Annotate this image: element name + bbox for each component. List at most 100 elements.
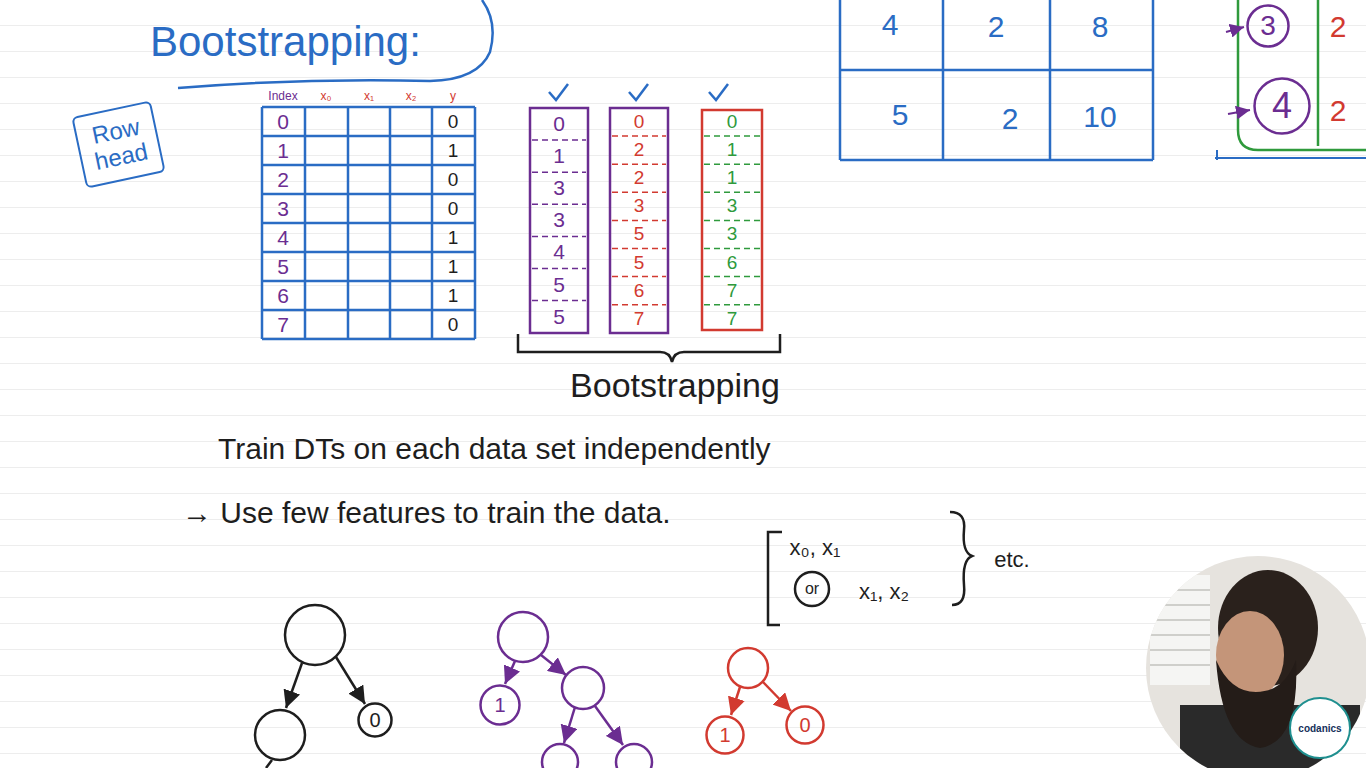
sample-column: [530, 108, 588, 333]
sample-column: [702, 110, 762, 330]
pointer-arrow: [1228, 110, 1250, 114]
row-separator: [532, 171, 586, 173]
row-index: 5: [277, 255, 289, 278]
check-mark: [629, 84, 648, 100]
tree-branch: [266, 760, 272, 768]
row-separator: [704, 220, 760, 222]
target-value: 1: [448, 285, 459, 306]
row-separator: [704, 163, 760, 165]
row-separator: [704, 192, 760, 194]
blind-slats: [1150, 590, 1210, 665]
column-header: y: [450, 90, 456, 103]
sample-index: 0: [634, 112, 645, 133]
row-separator: [612, 135, 666, 137]
tree-node: [562, 667, 604, 709]
sample-index: 1: [727, 140, 738, 161]
tree-branch: [564, 707, 575, 743]
row-index: 4: [277, 226, 289, 249]
bracket: [768, 532, 782, 625]
tree-leaf: 3: [1246, 4, 1290, 48]
data-table-grid: [262, 107, 475, 339]
table-cell: 10: [1083, 100, 1116, 133]
table-cell: 4: [882, 8, 899, 41]
sample-index: 2: [634, 168, 645, 189]
leaf-value: 4: [1272, 86, 1292, 126]
check-mark: [709, 84, 728, 100]
brace-label: Bootstrapping: [570, 367, 780, 404]
leaf-value: 0: [369, 709, 380, 731]
circle-mark: [795, 572, 829, 606]
tree-leaf: 0: [785, 705, 825, 745]
circle-outline: [1255, 79, 1310, 134]
tree-node: [616, 744, 652, 768]
tree-branch: [595, 706, 623, 745]
row-index: 1: [277, 139, 289, 162]
column-header: x₀: [321, 90, 332, 103]
tree-leaf: 1: [479, 684, 521, 726]
sample-column: [610, 108, 668, 333]
tree-branch: [731, 687, 740, 715]
sample-index: 3: [727, 224, 738, 245]
row-separator: [704, 276, 760, 278]
webcam-background: [1140, 550, 1366, 768]
row-separator: [612, 276, 666, 278]
row-index: 3: [277, 197, 289, 220]
row-separator: [612, 192, 666, 194]
tree-branch: [336, 657, 365, 704]
row-separator: [532, 139, 586, 141]
brace: [950, 512, 972, 605]
sample-index: 2: [634, 140, 645, 161]
row-index: 0: [277, 110, 289, 133]
column-header: Index: [268, 90, 297, 103]
pointer-arrow: [1226, 27, 1244, 32]
brace: [518, 334, 780, 362]
target-value: 0: [448, 169, 459, 190]
logo-badge: [1290, 698, 1350, 758]
feature-set: x₁, x₂: [859, 580, 909, 604]
note: Train DTs on each data set independently: [218, 432, 771, 465]
sample-index: 3: [634, 196, 645, 217]
target-value: 1: [448, 227, 459, 248]
row-separator: [532, 204, 586, 206]
divider: [1317, 0, 1320, 146]
table-grid: [840, 0, 1153, 160]
sample-index: 5: [553, 273, 565, 296]
sample-index: 1: [727, 168, 738, 189]
row-separator: [532, 300, 586, 302]
tree-leaf: 1: [705, 715, 745, 755]
target-value: 0: [448, 314, 459, 335]
window-blind: [1150, 575, 1210, 685]
tree-branch: [286, 663, 302, 708]
sample-index: 6: [727, 252, 738, 273]
column-header: x₁: [364, 90, 374, 103]
row-separator: [532, 268, 586, 270]
underline: [1215, 150, 1366, 160]
tree-branch: [541, 655, 566, 675]
sample-index: 5: [553, 305, 565, 328]
row-separator: [612, 220, 666, 222]
circle-outline: [707, 717, 744, 754]
target-value: 0: [448, 198, 459, 219]
table-cell: 5: [892, 98, 909, 131]
row-separator: [704, 248, 760, 250]
sample-index: 7: [634, 308, 645, 329]
sample-index: 0: [727, 112, 738, 133]
sample-index: 5: [634, 252, 645, 273]
target-value: 1: [448, 256, 459, 277]
sample-index: 6: [634, 280, 645, 301]
tree-branch: [763, 682, 791, 711]
feature-set: etc.: [994, 548, 1029, 572]
sample-index: 7: [727, 280, 738, 301]
tree-leaf: 0: [357, 702, 393, 738]
row-separator: [612, 248, 666, 250]
sample-index: 7: [727, 308, 738, 329]
note-box: Row head: [71, 100, 166, 188]
circle-outline: [481, 686, 520, 725]
target-value: 1: [448, 140, 459, 161]
row-index: 2: [277, 168, 289, 191]
tree-node: [728, 648, 768, 688]
row-separator: [612, 163, 666, 165]
row-separator: [704, 135, 760, 137]
sample-index: 4: [553, 241, 565, 264]
